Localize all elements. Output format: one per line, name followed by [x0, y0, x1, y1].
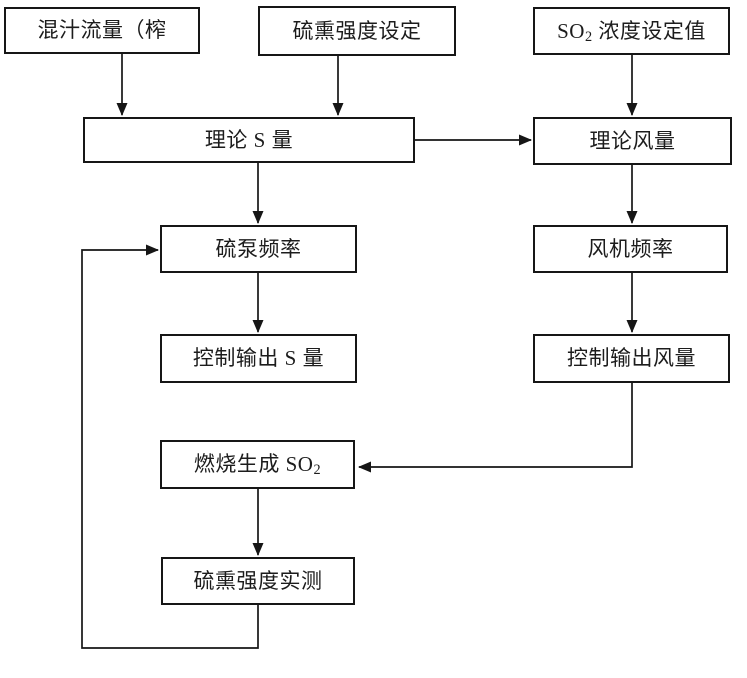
label-subscript: 2 — [313, 462, 322, 479]
label-text: 燃烧生成 SO — [193, 452, 314, 476]
node-label: 混汁流量（榨 — [37, 18, 167, 42]
node-label: 硫熏强度设定 — [292, 18, 422, 43]
node-label: 控制输出 S 量 — [192, 346, 325, 370]
node-label: 燃烧生成 SO2 — [193, 452, 322, 479]
node-control-output-s-amount: 控制输出 S 量 — [160, 334, 357, 383]
label-text: SO — [557, 18, 585, 43]
node-label: SO2 浓度设定值 — [557, 18, 706, 45]
edge-control-air-to-combustion-arrow — [358, 383, 633, 473]
node-label: 理论 S 量 — [204, 127, 294, 152]
edge-feedback-measured-to-pump-arrow — [81, 244, 259, 649]
node-theoretical-s-amount: 理论 S 量 — [83, 117, 415, 163]
node-so2-concentration-setpoint: SO2 浓度设定值 — [533, 7, 730, 55]
node-measured-sulfur-intensity: 硫熏强度实测 — [161, 557, 355, 605]
node-label: 控制输出风量 — [567, 346, 696, 370]
node-sulfur-intensity-setpoint: 硫熏强度设定 — [258, 6, 456, 56]
node-label: 风机频率 — [587, 236, 674, 261]
node-theoretical-air-volume: 理论风量 — [533, 117, 732, 165]
node-label: 硫熏强度实测 — [193, 568, 323, 593]
label-subscript: 2 — [584, 28, 593, 45]
node-mixed-juice-flow: 混汁流量（榨 — [4, 7, 200, 54]
node-combustion-generates-so2: 燃烧生成 SO2 — [160, 440, 355, 489]
label-text: 浓度设定值 — [592, 18, 706, 43]
node-label: 硫泵频率 — [215, 236, 302, 261]
node-sulfur-pump-frequency: 硫泵频率 — [160, 225, 357, 273]
node-label: 理论风量 — [589, 128, 676, 153]
node-fan-frequency: 风机频率 — [533, 225, 728, 273]
node-control-output-air-volume: 控制输出风量 — [533, 334, 730, 383]
